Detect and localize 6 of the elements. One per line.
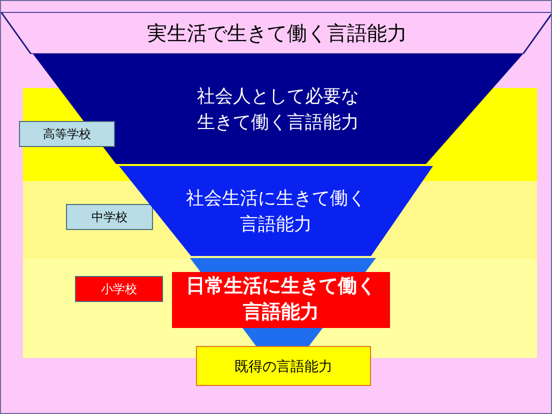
- school-level-tag: 高等学校: [19, 121, 115, 147]
- school-level-tag: 小学校: [75, 276, 163, 302]
- base-box: 既得の言語能力: [196, 346, 371, 386]
- school-level-tag: 中学校: [66, 204, 153, 230]
- funnel-band: 実生活で生きて働く言語能力: [1, 12, 551, 54]
- highlight-box: 日常生活に生きて働く言語能力: [172, 272, 390, 328]
